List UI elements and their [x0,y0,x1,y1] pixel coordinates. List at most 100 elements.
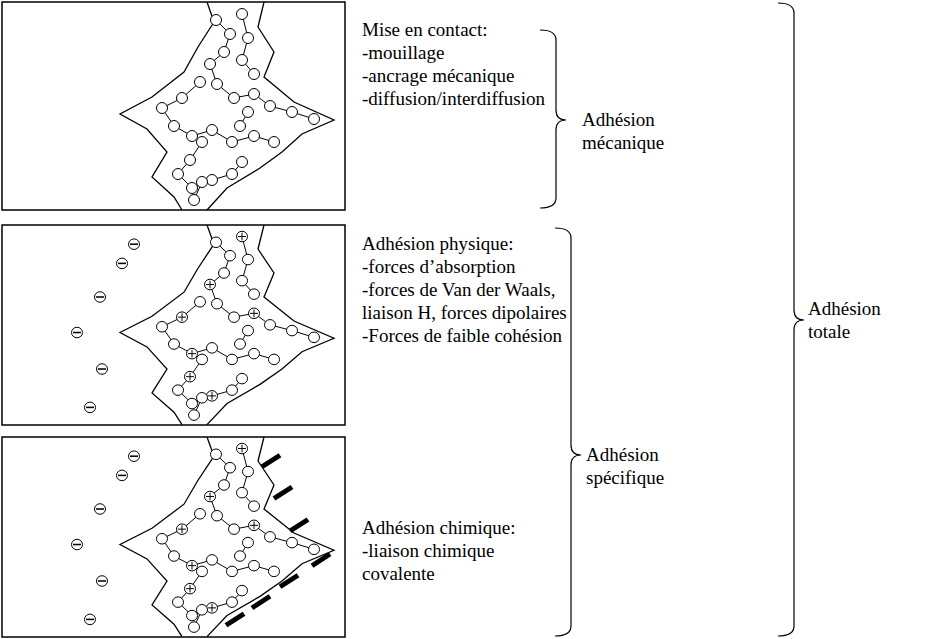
monomer [169,339,180,350]
brace [540,30,566,208]
negative-charge [118,263,126,265]
surface-outline [120,437,214,637]
positive-charge [178,525,186,533]
panel-frame [2,437,345,637]
monomer [205,491,216,502]
monomer [249,69,260,80]
negative-charge [98,368,106,370]
covalent-bond [312,554,330,566]
monomer [269,566,280,577]
monomer [207,555,218,566]
positive-charge [250,521,258,529]
monomer [237,373,248,384]
negative-charge [85,614,96,625]
monomer [207,125,218,136]
monomer [225,250,236,261]
negative-charge [98,580,106,582]
heading: Adhésion physique: [362,232,567,255]
monomer [219,480,230,491]
panel-frame [2,2,345,210]
monomer [177,524,188,535]
monomer [195,77,206,88]
monomer [207,175,218,186]
polymer-chain [178,571,242,615]
monomer [157,533,168,544]
negative-charge [96,296,104,298]
surface-outline [207,437,334,637]
negative-charge [86,619,94,621]
monomer [207,603,218,614]
monomer [185,155,196,166]
monomer [212,510,223,521]
monomer [243,466,254,477]
surface-outline [120,225,214,425]
negative-charge [73,544,81,546]
polymer-chain [162,302,274,360]
monomer [227,566,238,577]
monomer [249,348,260,359]
monomer [219,47,230,58]
monomer [187,398,198,409]
monomer [207,391,218,402]
covalent-bond [226,614,244,626]
list-item: -forces d’absorption [362,255,567,278]
list-item: -liaison chimique covalente [362,539,512,585]
monomer [237,231,248,242]
monomer [243,537,254,548]
monomer [309,544,320,555]
monomer [197,605,208,616]
surface-outline [207,2,334,210]
polymer-chain [178,142,242,188]
monomer [173,169,184,180]
surface-outline [207,225,334,425]
monomer [265,320,276,331]
positive-charge [206,493,214,501]
covalent-bond [274,487,292,499]
negative-charge [117,470,128,481]
monomer [195,297,206,308]
negative-charge [117,258,128,269]
monomer [185,583,196,594]
positive-charge [188,350,196,358]
monomer [187,560,198,571]
polymer-chain [210,454,314,549]
positive-charge [186,373,194,381]
polymer-chain [162,514,274,572]
monomer [309,332,320,343]
monomer [235,121,246,132]
monomer [225,29,236,40]
monomer [237,585,248,596]
monomer [249,501,260,512]
covalent-bond [262,455,280,467]
negative-charge [72,327,83,338]
monomer [197,137,208,148]
list-item: -ancrage mécanique [362,64,562,87]
monomer [225,462,236,473]
monomer [249,289,260,300]
negative-charge [130,455,138,457]
monomer [243,254,254,265]
monomer [309,114,320,125]
monomer [169,551,180,562]
group-label: Adhésion spécifique [586,443,701,489]
negative-charge [95,504,106,515]
monomer [197,354,208,365]
polymer-chain [210,20,314,119]
monomer [237,487,248,498]
monomer [287,537,298,548]
negative-charge [97,576,108,587]
monomer [265,532,276,543]
negative-charge [95,292,106,303]
monomer [243,107,254,118]
covalent-bond [280,575,298,587]
negative-charge [72,539,83,550]
group-label: Adhésion mécanique [582,108,692,154]
polymer-chain [178,359,242,403]
heading: Adhésion chimique: [362,516,562,539]
monomer [229,93,240,104]
list-item: -diffusion/interdiffusion [362,87,562,110]
monomer [211,449,222,460]
monomer [243,33,254,44]
monomer [187,183,198,194]
monomer [205,279,216,290]
